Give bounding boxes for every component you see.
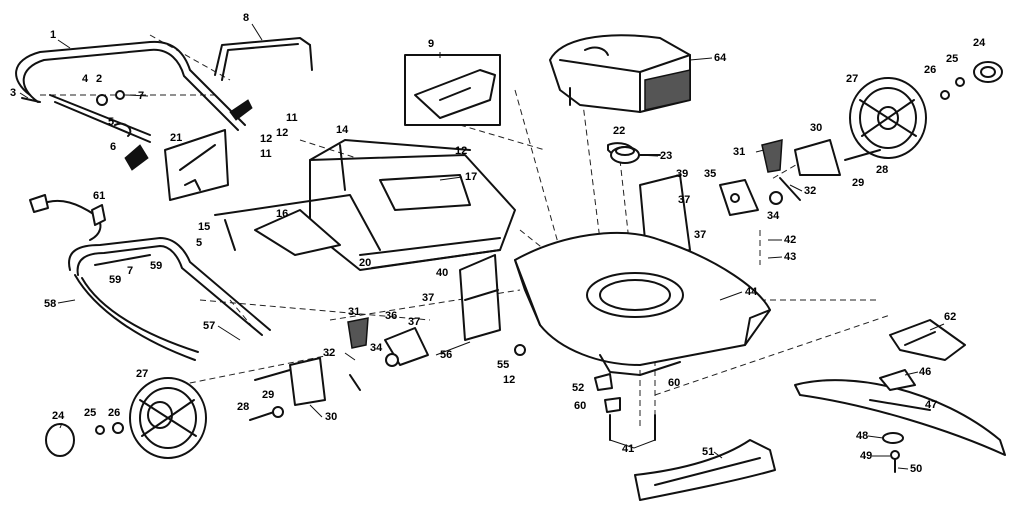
callout-34-top: 34 [767,210,780,222]
callout-31-lower: 31 [348,306,360,318]
callout-28-lower: 28 [237,401,249,413]
callout-28-top: 28 [876,164,888,176]
callout-30-lower: 30 [325,411,337,423]
callout-5-lower: 5 [196,237,202,249]
callout-39: 39 [676,168,688,180]
callout-20: 20 [359,257,371,269]
grass-catcher [214,139,516,271]
callout-11-b: 11 [260,148,272,160]
callout-25-top: 25 [946,53,958,65]
leader-lines [19,23,945,470]
callout-60-a: 60 [574,400,586,412]
blade-assembly [794,319,1006,473]
engine [549,34,691,113]
callout-62: 62 [944,311,956,323]
callout-21: 21 [170,132,182,144]
callout-16: 16 [276,208,288,220]
wheel-bracket-front [607,142,759,256]
lower-handle [68,237,271,361]
callout-23: 23 [660,150,672,162]
callout-37-a: 37 [678,194,690,206]
callout-11-a: 11 [286,112,298,124]
callout-42: 42 [784,234,796,246]
callout-37-c: 37 [422,292,434,304]
callout-47: 47 [925,399,937,411]
callout-24-top: 24 [973,37,986,49]
callout-40: 40 [436,267,448,279]
height-adjuster-rear [761,139,881,205]
skid-plate [594,373,776,501]
callout-4: 4 [82,73,89,85]
callout-12-b: 12 [276,127,288,139]
callout-29-top: 29 [852,177,864,189]
callout-12-a: 12 [260,133,272,145]
callout-41: 41 [622,443,634,455]
callout-12-c: 12 [455,145,467,157]
callout-32-lower: 32 [323,347,335,359]
front-wheel-assembly [45,377,207,459]
upper-handle [15,40,246,143]
callout-5: 5 [108,116,114,128]
callout-22: 22 [613,125,625,137]
callout-44: 44 [745,286,758,298]
callout-46: 46 [919,366,931,378]
pulley [610,146,640,164]
callout-29-lower: 29 [262,389,274,401]
callout-48: 48 [856,430,868,442]
callout-37-b: 37 [694,229,706,241]
callout-15: 15 [198,221,210,233]
callout-14: 14 [336,124,349,136]
callout-25-lower: 25 [84,407,96,419]
handle-bracket [214,37,313,81]
callout-36: 36 [385,310,397,322]
callout-58: 58 [44,298,56,310]
callout-labels: 1 2 3 4 5 6 7 8 9 64 24 25 26 27 21 11 1… [10,12,986,475]
callout-7-lower: 7 [127,265,133,277]
callout-12-d: 12 [503,374,515,386]
callout-17: 17 [465,171,477,183]
callout-3: 3 [10,87,16,99]
callout-64: 64 [714,52,727,64]
callout-34-lower: 34 [370,342,383,354]
callout-2: 2 [96,73,102,85]
callout-43: 43 [784,251,796,263]
callout-35: 35 [704,168,716,180]
callout-52: 52 [572,382,584,394]
rear-flap [459,254,526,356]
callout-1: 1 [50,29,56,41]
callout-59-b: 59 [150,260,162,272]
callout-9: 9 [428,38,434,50]
callout-49: 49 [860,450,872,462]
control-levers [21,90,253,171]
mower-deck [514,231,771,376]
callout-8: 8 [243,12,249,24]
callout-50: 50 [910,463,922,475]
control-panel [164,129,229,201]
callout-31-top: 31 [733,146,745,158]
control-cable [29,194,106,241]
callout-51: 51 [702,446,714,458]
callout-37-d: 37 [408,316,420,328]
callout-32-top: 32 [804,185,816,197]
callout-27-top: 27 [846,73,858,85]
callout-59-a: 59 [109,274,121,286]
callout-6: 6 [110,141,116,153]
callout-57: 57 [203,320,215,332]
callout-26-top: 26 [924,64,936,76]
callout-27-lower: 27 [136,368,148,380]
callout-61: 61 [93,190,105,202]
callout-30-top: 30 [810,122,822,134]
callout-60-b: 60 [668,377,680,389]
callout-26-lower: 26 [108,407,120,419]
callout-55: 55 [497,359,509,371]
callout-24-lower: 24 [52,410,65,422]
rear-wheel-assembly [849,61,1003,159]
grass-deflector [404,54,501,126]
height-adjuster-front [249,317,429,421]
